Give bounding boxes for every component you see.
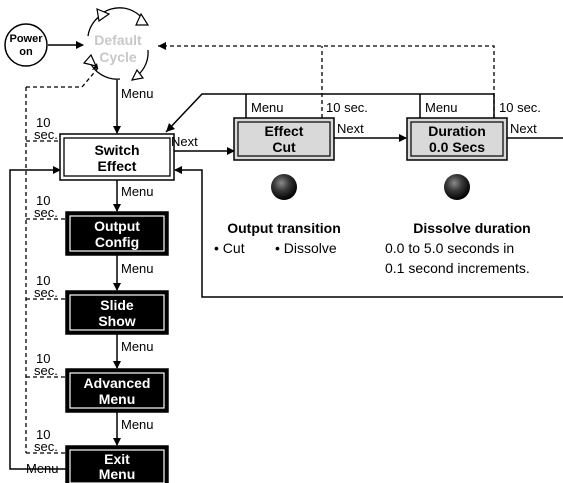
duration-label: Duration (428, 123, 486, 139)
advanced-menu-label: Advanced (84, 375, 151, 391)
power-on-node: Power on (4, 23, 48, 67)
slide-show-label: Slide (100, 297, 134, 313)
menu-label-3: Menu (121, 339, 154, 354)
ten-label-4: 10 (36, 351, 50, 366)
menu-label-4: Menu (121, 417, 154, 432)
exit-menu-label: Exit (104, 451, 130, 467)
menu-output-config[interactable]: Output Config (65, 211, 169, 256)
menu-return-top-path (165, 93, 495, 133)
dissolve-range-text: 0.0 to 5.0 seconds in (385, 240, 514, 256)
effect-label: Effect (265, 123, 304, 139)
sec-label-3: sec. (34, 285, 58, 300)
switch-effect-label: Switch (94, 142, 139, 158)
option-dissolve: • Dissolve (275, 240, 337, 256)
next-label-1: Next (171, 134, 198, 149)
timeout-arrowhead-default (92, 63, 98, 70)
menu-slide-show[interactable]: Slide Show (65, 290, 169, 335)
output-transition-title: Output transition (227, 220, 341, 236)
menu-label-2: Menu (121, 261, 154, 276)
menu-label-duration: Menu (425, 100, 458, 115)
next-label-2: Next (337, 121, 364, 136)
menu-label-1: Menu (121, 184, 154, 199)
sec-label-2: sec. (34, 205, 58, 220)
option-cut: • Cut (214, 240, 245, 256)
menu-switch-effect[interactable]: Switch Effect (59, 133, 175, 181)
switch-effect-label-2: Effect (98, 158, 137, 174)
dissolve-duration-title: Dissolve duration (413, 220, 530, 236)
duration-knob-icon[interactable] (444, 174, 470, 200)
left-timeout-labels: 10 sec. 10 sec. 10 sec. 10 sec. 10 sec. (34, 115, 58, 454)
return-to-switch-path (174, 166, 563, 298)
advanced-menu-label-2: Menu (99, 391, 136, 407)
ten-label-5: 10 (36, 427, 50, 442)
timeout-arrowhead-top (158, 42, 166, 50)
menu-label-default: Menu (121, 86, 154, 101)
ten-label-2: 10 (36, 193, 50, 208)
power-on-label: Power (9, 33, 43, 45)
duration-value: 0.0 Secs (429, 139, 485, 155)
menu-return-top-arrowhead (166, 123, 175, 132)
effect-cut-display[interactable]: Effect Cut (233, 117, 335, 161)
duration-display[interactable]: Duration 0.0 Secs (406, 117, 508, 161)
slide-show-label-2: Show (98, 313, 135, 329)
menu-label-exit: Menu (26, 461, 59, 476)
ten-label-3: 10 (36, 273, 50, 288)
default-cycle-label: Default (94, 32, 142, 48)
output-config-label: Output (94, 218, 140, 234)
output-config-label-2: Config (95, 234, 139, 250)
sec-label-5: sec. (34, 439, 58, 454)
menu-exit-menu[interactable]: Exit Menu (65, 445, 169, 483)
sec-label-4: sec. (34, 363, 58, 378)
power-on-label-2: on (19, 46, 33, 58)
default-cycle-label-2: Cycle (99, 49, 137, 65)
menu-advanced-menu[interactable]: Advanced Menu (65, 368, 169, 413)
next-label-3: Next (510, 121, 537, 136)
effect-knob-icon[interactable] (271, 174, 297, 200)
ten-sec-label-duration: 10 sec. (499, 100, 541, 115)
effect-value: Cut (272, 139, 296, 155)
ten-label-1: 10 (36, 115, 50, 130)
exit-menu-label-2: Menu (99, 466, 136, 482)
exit-return-path (9, 166, 70, 470)
ten-sec-label-effect: 10 sec. (326, 100, 368, 115)
menu-label-effect: Menu (251, 100, 284, 115)
default-cycle-node: Default Cycle (82, 7, 150, 81)
sec-label-1: sec. (34, 127, 58, 142)
dissolve-increment-text: 0.1 second increments. (385, 260, 530, 276)
